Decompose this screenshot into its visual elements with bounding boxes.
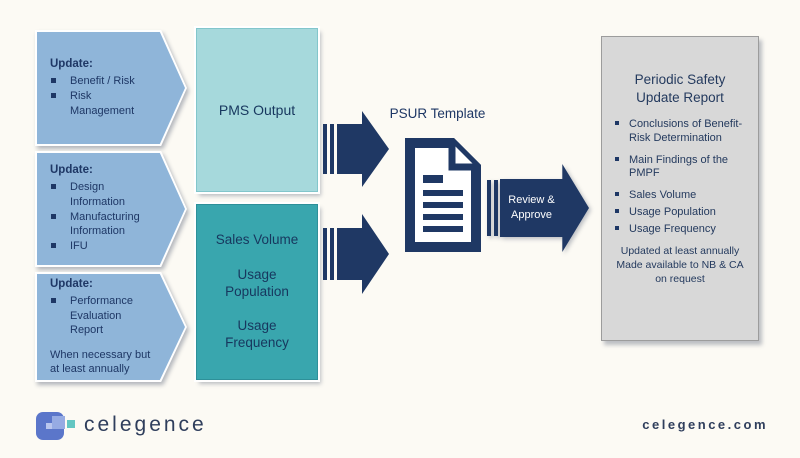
sales-line: Sales Volume	[215, 231, 299, 247]
bullet-square-icon	[615, 156, 619, 161]
bullet-square-icon	[615, 192, 619, 197]
bullet-text: Benefit / Risk	[70, 75, 135, 88]
bullet-item: IFU	[50, 239, 151, 253]
bullet-item: Design Information	[50, 180, 151, 209]
report-title: Periodic Safety Update Report	[634, 72, 726, 105]
website-url: celegence.com	[642, 417, 768, 432]
chevron-body: Update: Benefit / Risk Risk Management	[37, 32, 185, 144]
update-chevron-benefit-risk: Update: Benefit / Risk Risk Management	[35, 30, 187, 146]
chevron-title: Update:	[50, 278, 93, 291]
document-icon	[405, 138, 481, 252]
bullet-text: Sales Volume	[629, 189, 697, 202]
logo-square-teal	[67, 420, 75, 428]
striped-arrow-right-icon	[323, 214, 389, 294]
arrow-stripe	[494, 180, 498, 236]
bullet-text: Design Information	[70, 181, 126, 208]
chevron-note: When necessary but at least annually	[50, 349, 151, 376]
bullet-square-icon	[51, 213, 56, 219]
striped-arrow-right-icon	[323, 111, 389, 187]
chevron-title: Update:	[50, 58, 93, 71]
bullet-square-icon	[615, 121, 619, 126]
bullet-item: Main Findings of the PMPF	[614, 154, 746, 182]
bullet-square-icon	[51, 93, 56, 99]
logo-square-tiny	[46, 423, 52, 429]
bullet-text: IFU	[70, 240, 88, 253]
bullet-text: Main Findings of the PMPF	[629, 153, 729, 180]
bullet-text: Conclusions of Benefit-Risk Determinatio…	[629, 118, 743, 144]
arrow-stripe	[487, 180, 491, 236]
bullet-square-icon	[615, 225, 619, 230]
bullet-square-icon	[51, 78, 56, 84]
bullet-text: Risk Management	[70, 90, 135, 117]
bullet-text: Manufacturing Information	[70, 210, 140, 238]
bullet-text: Usage Population	[629, 205, 716, 218]
bullet-square-icon	[51, 298, 56, 304]
logo-square-light	[52, 416, 65, 429]
bullet-item: Performance Evaluation Report	[50, 294, 151, 337]
bullet-item: Risk Management	[50, 89, 151, 118]
review-approve-arrow: Review & Approve	[487, 164, 589, 252]
report-footer-line: Updated at least annually	[620, 245, 740, 258]
report-footer-note: Updated at least annually Made available…	[614, 245, 746, 286]
bullet-text: Usage Frequency	[629, 222, 716, 235]
bullet-item: Usage Population	[614, 206, 746, 220]
chevron-body: Update: Design Information Manufacturing…	[37, 153, 185, 265]
sales-line: Usage Population	[225, 266, 289, 299]
periodic-safety-report-box: Periodic Safety Update Report Conclusion…	[601, 36, 759, 341]
pms-output-label: PMS Output	[218, 102, 296, 118]
sales-usage-box: Sales Volume Usage Population Usage Freq…	[196, 204, 318, 380]
bullet-item: Benefit / Risk	[50, 74, 151, 88]
bullet-item: Conclusions of Benefit-Risk Determinatio…	[614, 118, 746, 146]
chevron-title: Update:	[50, 164, 93, 177]
bullet-text: Performance Evaluation Report	[70, 295, 133, 336]
arrow-body: Review & Approve	[500, 164, 589, 252]
bullet-item: Usage Frequency	[614, 223, 746, 237]
review-approve-label: Review &	[508, 194, 555, 207]
sales-line: Usage Frequency	[225, 318, 289, 351]
update-chevron-performance: Update: Performance Evaluation Report Wh…	[35, 272, 187, 382]
bullet-square-icon	[615, 208, 619, 213]
pms-output-box: PMS Output	[196, 28, 318, 192]
update-chevron-design-info: Update: Design Information Manufacturing…	[35, 151, 187, 267]
bullet-square-icon	[51, 243, 56, 249]
bullet-item: Sales Volume	[614, 189, 746, 203]
bullet-square-icon	[51, 184, 56, 190]
brand-name: celegence	[84, 413, 207, 436]
celegence-logo-icon	[36, 407, 114, 447]
review-approve-label: Approve	[511, 209, 552, 221]
chevron-body: Update: Performance Evaluation Report Wh…	[37, 274, 185, 380]
psur-template-label: PSUR Template	[389, 106, 486, 121]
bullet-item: Manufacturing Information	[50, 210, 151, 239]
report-footer-line: Made available to NB & CA on request	[616, 258, 744, 285]
